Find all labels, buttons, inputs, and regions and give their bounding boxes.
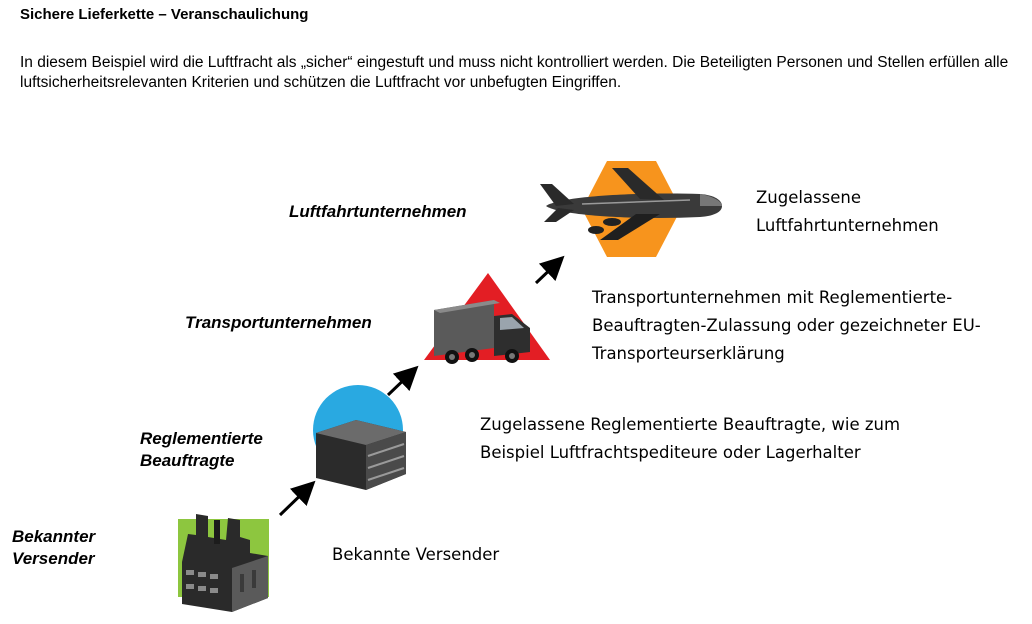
description-line: Zugelassene <box>756 188 862 207</box>
description-line: Zugelassene Reglementierte Beauftragte, … <box>480 415 901 434</box>
role-label-line: Bekannter <box>12 527 96 546</box>
airplane-icon <box>540 168 722 240</box>
description-bekannte-versender: Bekannte Versender <box>332 541 499 569</box>
description-line: Luftfahrtunternehmen <box>756 216 939 235</box>
description-line: Beispiel Luftfrachtspediteure oder Lager… <box>480 443 861 462</box>
role-label-bekannter-versender: Bekannter Versender <box>12 526 95 570</box>
role-label-line: Luftfahrtunternehmen <box>289 202 467 221</box>
arrow-up-right <box>534 255 565 285</box>
description-line: Transportunternehmen mit Reglementierte- <box>592 288 953 307</box>
arrow-up-right <box>386 365 419 397</box>
role-label-reglementierte-beauftragte: Reglementierte Beauftragte <box>140 428 263 472</box>
role-label-luftfahrtunternehmen: Luftfahrtunternehmen <box>289 201 467 223</box>
factory-icon <box>182 514 268 612</box>
intro-paragraph: In diesem Beispiel wird die Luftfracht a… <box>20 54 1009 91</box>
page-title: Sichere Lieferkette – Veranschaulichung <box>20 6 309 23</box>
description-line: Transporteurserklärung <box>592 344 785 363</box>
role-label-line: Reglementierte <box>140 429 263 448</box>
role-label-line: Beauftragte <box>140 451 235 470</box>
description-line: Bekannte Versender <box>332 545 500 564</box>
arrow-up-right <box>278 480 316 517</box>
description-luftfahrtunternehmen: Zugelassene Luftfahrtunternehmen <box>756 184 939 240</box>
truck-icon <box>434 300 530 364</box>
role-label-transportunternehmen: Transportunternehmen <box>185 312 372 334</box>
role-label-line: Transportunternehmen <box>185 313 372 332</box>
role-label-line: Versender <box>12 549 95 568</box>
warehouse-icon <box>316 420 406 490</box>
description-line: Beauftragten-Zulassung oder gezeichneter… <box>592 316 981 335</box>
description-transportunternehmen: Transportunternehmen mit Reglementierte-… <box>592 284 981 368</box>
description-reglementierte-beauftragte: Zugelassene Reglementierte Beauftragte, … <box>480 411 900 467</box>
